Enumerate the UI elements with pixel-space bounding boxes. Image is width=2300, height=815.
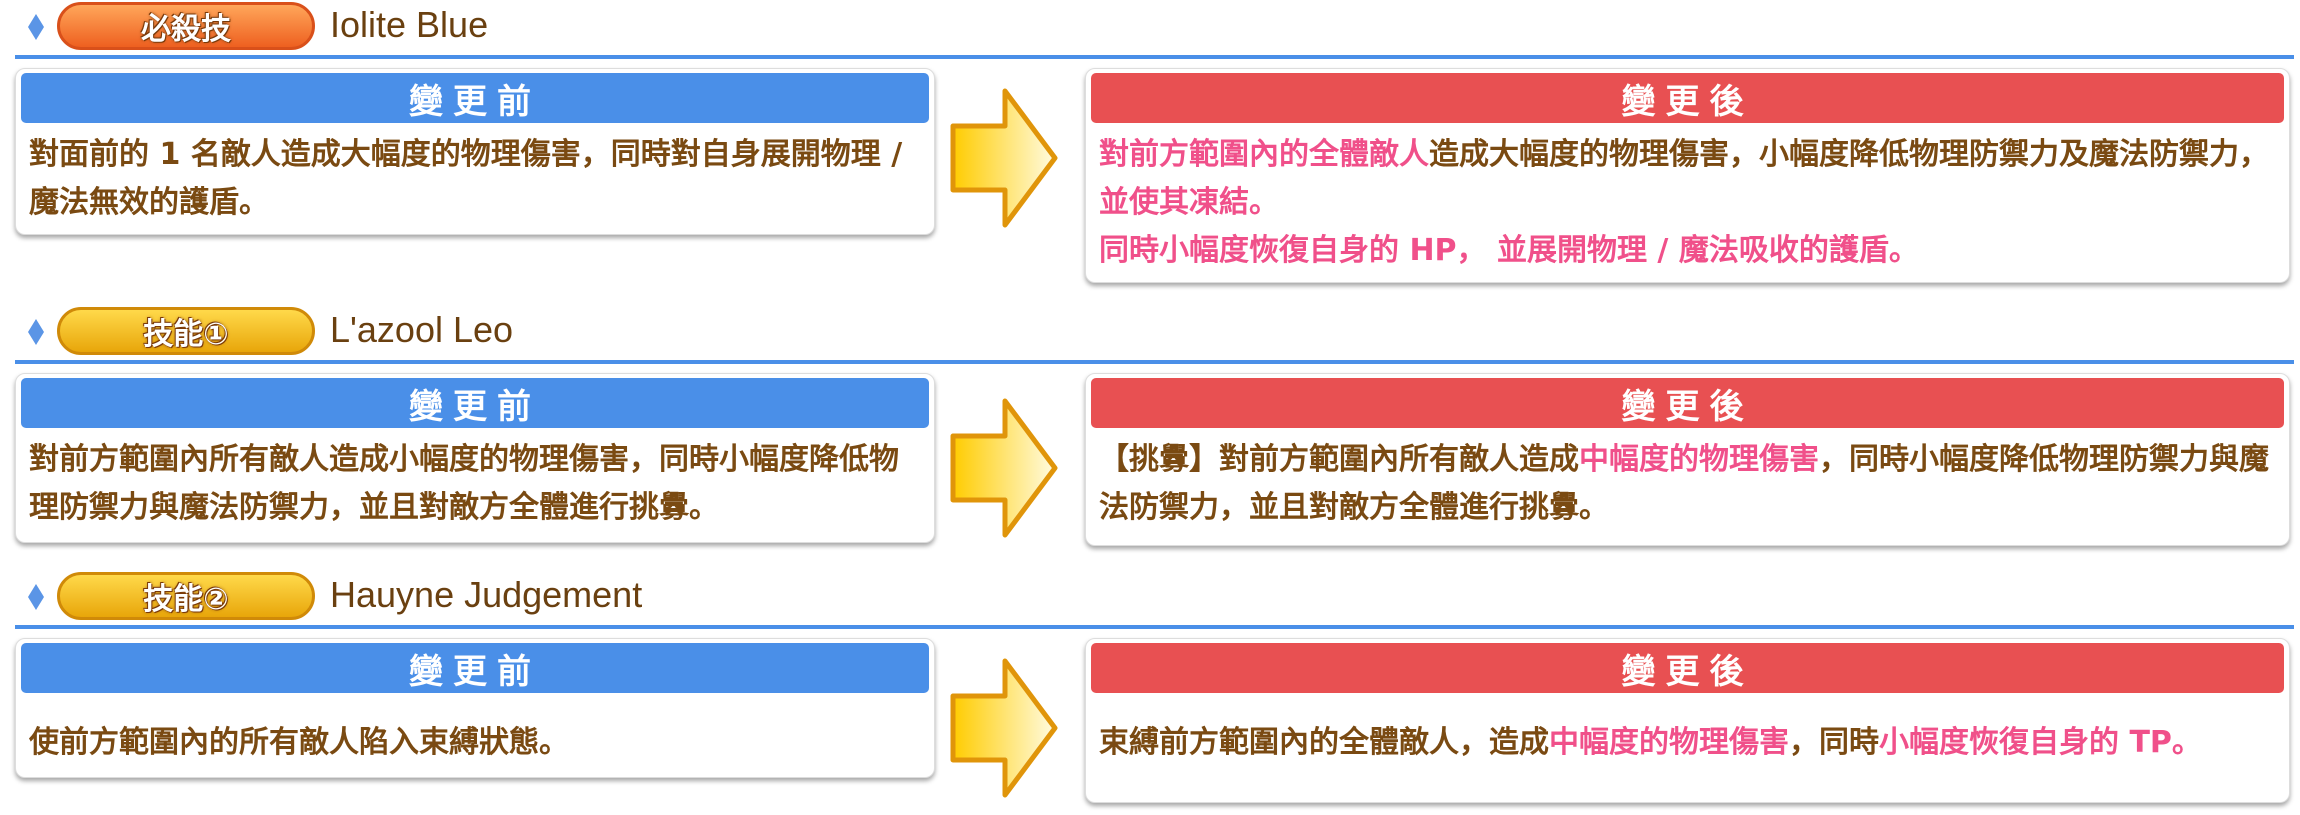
after-header: 變更後	[1091, 643, 2284, 693]
description-text: 使前方範圍內的所有敵人陷入束縛狀態。	[29, 725, 569, 760]
highlight-text: 中幅度的物理傷害	[1579, 442, 1819, 477]
skill-section: 技能① L'azool Leo 變更前 對前方範圍內所有敵人造成小幅度的物理傷害…	[0, 305, 2300, 558]
after-panel: 變更後 【挑釁】對前方範圍內所有敵人造成中幅度的物理傷害，同時小幅度降低物理防禦…	[1085, 373, 2290, 546]
after-header: 變更後	[1091, 73, 2284, 123]
skill-name: Iolite Blue	[330, 4, 489, 45]
description-text: 束縛前方範圍內的全體敵人，造成	[1099, 725, 1549, 760]
diamond-icon	[28, 584, 44, 610]
highlight-text: 對前方範圍內的全體敵人	[1099, 137, 1429, 172]
before-description: 使前方範圍內的所有敵人陷入束縛狀態。	[21, 693, 929, 793]
after-description: 【挑釁】對前方範圍內所有敵人造成中幅度的物理傷害，同時小幅度降低物理防禦力與魔法…	[1091, 428, 2284, 540]
before-panel: 變更前 對前方範圍內所有敵人造成小幅度的物理傷害，同時小幅度降低物理防禦力與魔法…	[15, 373, 935, 543]
highlight-text: 中幅度的物理傷害	[1549, 725, 1789, 760]
after-panel: 變更後 對前方範圍內的全體敵人造成大幅度的物理傷害，小幅度降低物理防禦力及魔法防…	[1085, 68, 2290, 283]
description-text: ，同時小幅度降低物理防禦力與魔法防禦力，並且對敵方全體進行挑釁。	[1099, 442, 2269, 525]
description-text: 【挑釁】對前方範圍內所有敵人造成	[1099, 442, 1579, 477]
divider	[15, 360, 2294, 364]
before-description: 對前方範圍內所有敵人造成小幅度的物理傷害，同時小幅度降低物理防禦力與魔法防禦力，…	[21, 428, 929, 540]
skill-section: 必殺技 Iolite Blue 變更前 對面前的 1 名敵人造成大幅度的物理傷害…	[0, 0, 2300, 295]
after-description: 束縛前方範圍內的全體敵人，造成中幅度的物理傷害，同時小幅度恢復自身的 TP。	[1091, 693, 2284, 793]
highlight-text: 小幅度恢復自身的 TP。	[1879, 725, 2202, 760]
skill-name: L'azool Leo	[330, 309, 514, 350]
diamond-icon	[28, 14, 44, 40]
skill-section: 技能② Hauyne Judgement 變更前 使前方範圍內的所有敵人陷入束縛…	[0, 570, 2300, 815]
divider	[15, 55, 2294, 59]
description-text: 對面前的 1 名敵人造成大幅度的物理傷害，同時對自身展開物理 / 魔法無效的護盾…	[29, 137, 903, 220]
arrow-right-icon	[950, 88, 1058, 228]
skill-type-badge: 必殺技	[57, 2, 315, 50]
skill-name: Hauyne Judgement	[330, 574, 643, 615]
skill-type-badge: 技能②	[57, 572, 315, 620]
before-header: 變更前	[21, 73, 929, 123]
description-text: ，同時	[1789, 725, 1879, 760]
highlight-text: 同時小幅度恢復自身的 HP， 並展開物理 / 魔法吸收的護盾。	[1099, 233, 1919, 268]
after-description: 對前方範圍內的全體敵人造成大幅度的物理傷害，小幅度降低物理防禦力及魔法防禦力， 並…	[1091, 123, 2284, 283]
arrow-right-icon	[950, 658, 1058, 798]
divider	[15, 625, 2294, 629]
before-panel: 變更前 對面前的 1 名敵人造成大幅度的物理傷害，同時對自身展開物理 / 魔法無…	[15, 68, 935, 235]
highlight-text: 並使其凍結。	[1099, 185, 1279, 220]
after-panel: 變更後 束縛前方範圍內的全體敵人，造成中幅度的物理傷害，同時小幅度恢復自身的 T…	[1085, 638, 2290, 803]
before-panel: 變更前 使前方範圍內的所有敵人陷入束縛狀態。	[15, 638, 935, 778]
after-header: 變更後	[1091, 378, 2284, 428]
before-header: 變更前	[21, 643, 929, 693]
description-text: 造成大幅度的物理傷害，小幅度降低物理防禦力及魔法防禦力，	[1429, 137, 2269, 172]
arrow-right-icon	[950, 398, 1058, 538]
diamond-icon	[28, 319, 44, 345]
description-text: 對前方範圍內所有敵人造成小幅度的物理傷害，同時小幅度降低物理防禦力與魔法防禦力，…	[29, 442, 899, 525]
before-header: 變更前	[21, 378, 929, 428]
skill-type-badge: 技能①	[57, 307, 315, 355]
before-description: 對面前的 1 名敵人造成大幅度的物理傷害，同時對自身展開物理 / 魔法無效的護盾…	[21, 123, 929, 235]
